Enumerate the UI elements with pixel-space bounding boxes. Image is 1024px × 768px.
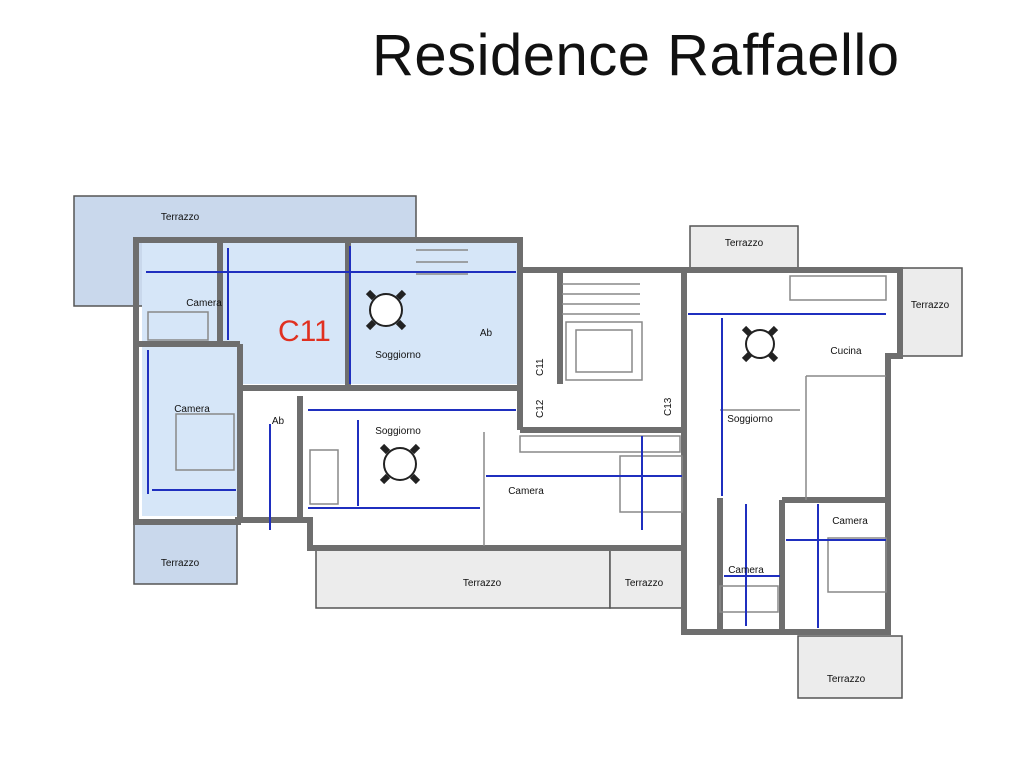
interior-lines: [147, 249, 887, 613]
unit-code-c11-vertical: C11: [535, 358, 546, 376]
room-label-terrazzo: Terrazzo: [625, 578, 664, 589]
room-label-terrazzo: Terrazzo: [463, 578, 502, 589]
unit-code-c12: C12: [535, 399, 546, 418]
unit-code-c13: C13: [663, 397, 674, 416]
terrace-bottom-right: [797, 635, 903, 699]
room-label-ab: Ab: [480, 328, 493, 339]
room-label-terrazzo: Terrazzo: [725, 238, 764, 249]
room-label-camera: Camera: [186, 298, 222, 309]
terrace-top-right: [689, 225, 799, 273]
room-label-terrazzo: Terrazzo: [911, 300, 950, 311]
room-label-camera: Camera: [508, 486, 544, 497]
room-label-camera: Camera: [728, 565, 764, 576]
dining-tables: [369, 293, 775, 481]
unit-code-c11: C11: [278, 315, 331, 348]
room-label-soggiorno: Soggiorno: [375, 426, 421, 437]
room-label-ab: Ab: [272, 416, 285, 427]
room-label-soggiorno: Soggiorno: [727, 414, 773, 425]
room-label-camera: Camera: [174, 404, 210, 415]
unit-left-area: [142, 342, 238, 516]
dimension-lines: [146, 246, 886, 628]
chairs: [365, 289, 779, 485]
terrace-right: [899, 267, 963, 357]
room-label-terrazzo: Terrazzo: [161, 212, 200, 223]
room-label-terrazzo: Terrazzo: [827, 674, 866, 685]
room-label-terrazzo: Terrazzo: [161, 558, 200, 569]
room-label-cucina: Cucina: [830, 346, 862, 357]
room-label-camera: Camera: [832, 516, 868, 527]
terrace-bottom-mid: [609, 547, 685, 609]
page-title: Residence Raffaello: [372, 23, 900, 88]
walls: [133, 237, 903, 635]
terrace-bottom-left: [133, 521, 238, 585]
room-label-soggiorno: Soggiorno: [375, 350, 421, 361]
